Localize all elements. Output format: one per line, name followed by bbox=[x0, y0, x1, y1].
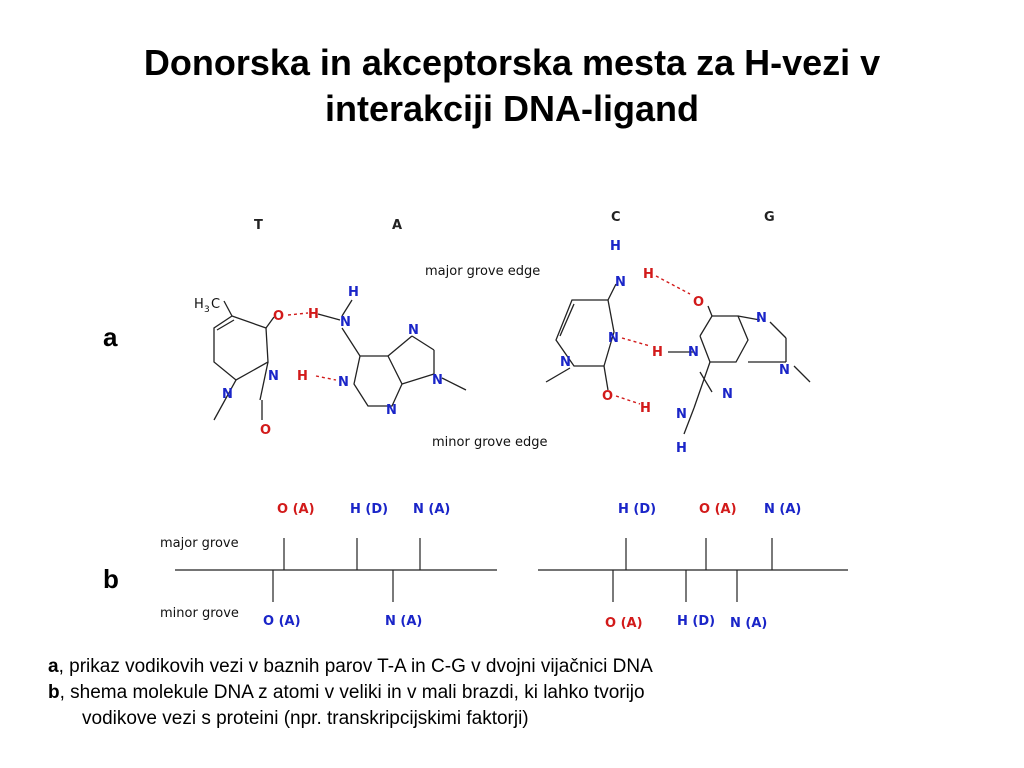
thymine-n1: N bbox=[222, 387, 233, 402]
thymine-n3: N bbox=[268, 369, 279, 384]
cg-minor-site-1: O (A) bbox=[605, 616, 643, 631]
thymine-methyl-h: H bbox=[194, 297, 204, 312]
caption-key-b: b bbox=[48, 682, 60, 703]
guanine-o6: O bbox=[693, 295, 704, 310]
hbond-h-cg-1: H bbox=[643, 267, 654, 282]
title-line-2: interakciji DNA-ligand bbox=[324, 88, 700, 129]
cytosine-o2: O bbox=[602, 389, 613, 404]
title-line-1: Donorska in akceptorska mesta za H-vezi … bbox=[143, 42, 881, 83]
major-grove-edge-label: major grove edge bbox=[425, 264, 540, 279]
hbond-h-ta-1: H bbox=[308, 307, 319, 322]
guanine-n2: N bbox=[676, 407, 687, 422]
ta-major-site-2: H (D) bbox=[350, 502, 388, 517]
ta-minor-site-1: O (A) bbox=[263, 614, 301, 629]
adenine-h6: H bbox=[348, 285, 359, 300]
caption-line-a: a, prikaz vodikovih vezi v baznih parov … bbox=[48, 654, 988, 680]
thymine-o4: O bbox=[273, 309, 284, 324]
adenine-n6: N bbox=[340, 315, 351, 330]
cytosine-n4: N bbox=[615, 275, 626, 290]
caption-line-b-continued: vodikove vezi s proteini (npr. transkrip… bbox=[82, 708, 529, 729]
cg-groove-schema: H (D) O (A) N (A) O (A) H (D) N (A) bbox=[538, 502, 848, 631]
guanine-h2b: H bbox=[676, 441, 687, 456]
caption-text-b: , shema molekule DNA z atomi v veliki in… bbox=[59, 682, 645, 703]
figure-caption: a, prikaz vodikovih vezi v baznih parov … bbox=[48, 654, 988, 732]
caption-line-b: b, shema molekule DNA z atomi v veliki i… bbox=[48, 680, 988, 706]
thymine-methyl-subscript: 3 bbox=[204, 305, 210, 315]
guanine-n1: N bbox=[688, 345, 699, 360]
adenine-n7: N bbox=[408, 323, 419, 338]
minor-grove-edge-label: minor grove edge bbox=[432, 435, 548, 450]
thymine-o2: O bbox=[260, 423, 271, 438]
base-label-a: A bbox=[392, 218, 402, 233]
ta-major-site-1: O (A) bbox=[277, 502, 315, 517]
thymine-structure: H 3 C O N N O bbox=[194, 297, 337, 438]
cytosine-n1: N bbox=[560, 355, 571, 370]
minor-grove-label: minor grove bbox=[160, 606, 239, 621]
adenine-n1: N bbox=[338, 375, 349, 390]
base-label-g: G bbox=[764, 210, 775, 225]
cg-minor-site-2: H (D) bbox=[677, 614, 715, 629]
panel-label-a: a bbox=[103, 322, 118, 352]
adenine-structure: H N H N H N N N bbox=[297, 285, 467, 418]
thymine-methyl-c: C bbox=[211, 297, 220, 312]
guanine-structure: O H N N N N H N H bbox=[640, 295, 811, 456]
guanine-n3: N bbox=[722, 387, 733, 402]
guanine-n7: N bbox=[756, 311, 767, 326]
cg-major-site-1: H (D) bbox=[618, 502, 656, 517]
cytosine-structure: H N H N N O bbox=[545, 239, 691, 405]
base-label-c: C bbox=[611, 210, 621, 225]
panel-label-b: b bbox=[103, 564, 119, 594]
cg-minor-site-3: N (A) bbox=[730, 616, 767, 631]
guanine-n9: N bbox=[779, 363, 790, 378]
cytosine-n3: N bbox=[608, 331, 619, 346]
caption-key-a: a bbox=[48, 656, 59, 677]
hbond-h-cg-3: H bbox=[640, 401, 651, 416]
major-grove-label: major grove bbox=[160, 536, 239, 551]
cytosine-h4a: H bbox=[610, 239, 621, 254]
ta-groove-schema: O (A) H (D) N (A) O (A) N (A) bbox=[175, 502, 497, 629]
cg-major-site-3: N (A) bbox=[764, 502, 801, 517]
cg-major-site-2: O (A) bbox=[699, 502, 737, 517]
adenine-n9: N bbox=[432, 373, 443, 388]
base-label-t: T bbox=[254, 218, 263, 233]
adenine-n3: N bbox=[386, 403, 397, 418]
caption-text-a: , prikaz vodikovih vezi v baznih parov T… bbox=[58, 656, 653, 677]
hbond-h-cg-2: H bbox=[652, 345, 663, 360]
hbond-h-ta-2: H bbox=[297, 369, 308, 384]
ta-minor-site-2: N (A) bbox=[385, 614, 422, 629]
ta-major-site-3: N (A) bbox=[413, 502, 450, 517]
slide-title: Donorska in akceptorska mesta za H-vezi … bbox=[0, 40, 1024, 132]
